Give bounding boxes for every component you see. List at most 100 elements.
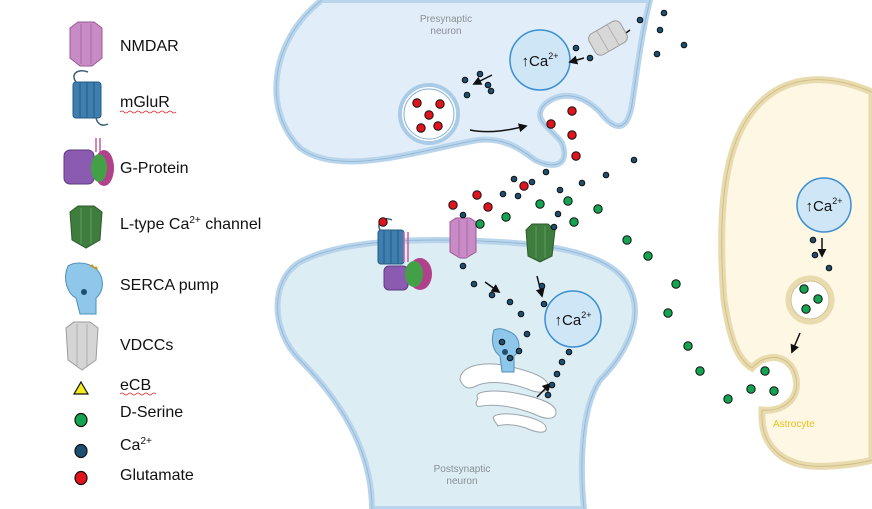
calcium-ion (498, 338, 506, 346)
gprotein-complex (383, 232, 432, 291)
ca-bubble-postsynaptic: ↑Ca2+ (544, 290, 602, 348)
arrow-er-uptake (536, 382, 552, 398)
glutamate-molecule (433, 121, 443, 131)
ca-bubble-astrocyte: ↑Ca2+ (796, 177, 852, 233)
legend-nmdar-icon (69, 21, 103, 67)
nmdar-receptor (449, 217, 477, 259)
legend-dserine-icon (74, 412, 88, 428)
calcium-ion (506, 354, 514, 362)
dserine-molecule (671, 279, 681, 289)
legend-mglur-spellcheck (119, 110, 177, 114)
calcium-ion (809, 236, 817, 244)
calcium-ion (578, 179, 586, 187)
calcium-ion (523, 330, 531, 338)
calcium-ion (540, 300, 548, 308)
dserine-molecule (799, 284, 809, 294)
dserine-molecule (695, 366, 705, 376)
calcium-ion (572, 44, 580, 52)
calcium-ion (514, 192, 522, 200)
calcium-ion (463, 91, 471, 99)
glutamate-molecules (378, 98, 581, 227)
calcium-ion (630, 156, 638, 164)
glutamate-molecule (378, 217, 388, 227)
calcium-ion (565, 348, 573, 356)
calcium-ion (484, 81, 492, 89)
legend-mglur-label: mGluR (120, 94, 170, 111)
calcium-ion (558, 358, 566, 366)
calcium-ion (825, 264, 833, 272)
calcium-ion (459, 211, 467, 219)
glutamate-molecule (472, 190, 482, 200)
calcium-ion (538, 282, 546, 290)
legend-vdcc-label: VDCCs (120, 337, 173, 354)
glutamate-molecule (571, 151, 581, 161)
dserine-molecule (760, 366, 770, 376)
calcium-ion (487, 87, 495, 95)
legend-serca-label: SERCA pump (120, 277, 219, 294)
dserine-molecule (813, 294, 823, 304)
calcium-ion (476, 70, 484, 78)
svg-text:↑Ca2+: ↑Ca2+ (555, 310, 592, 329)
dserine-molecule (769, 386, 779, 396)
astrocyte-vesicle (785, 275, 835, 325)
glutamate-molecule (567, 106, 577, 116)
glutamate-molecule (567, 130, 577, 140)
dserine-molecule (501, 212, 511, 222)
calcium-ion (811, 251, 819, 259)
calcium-ion (656, 26, 664, 34)
legend-gprotein-icon (63, 138, 114, 186)
legend-serca-icon (65, 262, 103, 315)
arrow-vdcc-influx (568, 55, 585, 65)
dserine-molecule (569, 217, 579, 227)
legend-glutamate-label: Glutamate (120, 467, 194, 484)
legend-calcium-label: Ca2+ (120, 436, 152, 454)
legend-ltype-label: L-type Ca2+ channel (120, 215, 261, 233)
legend: NMDAR mGluR G-Protein L-type Ca2+ cha (63, 21, 261, 486)
glutamate-molecule (416, 123, 426, 133)
astrocyte-cell: Astrocyte (718, 76, 872, 470)
dserine-molecule (593, 204, 603, 214)
glutamate-molecule (519, 181, 529, 191)
calcium-ion (680, 41, 688, 49)
dserine-molecule (535, 199, 545, 209)
endoplasmic-reticulum (459, 363, 557, 433)
calcium-ion (660, 9, 668, 17)
astrocyte-label: Astrocyte (773, 419, 815, 430)
calcium-ions (459, 9, 833, 399)
legend-nmdar-label: NMDAR (120, 38, 179, 55)
legend-ltype-icon (69, 205, 103, 249)
calcium-ion (459, 262, 467, 270)
glutamate-molecule (412, 98, 422, 108)
legend-ecb-icon (72, 380, 90, 395)
legend-ecb-spellcheck (119, 392, 157, 396)
calcium-ion (470, 280, 478, 288)
legend-mglur-icon (72, 70, 109, 126)
dserine-molecule (683, 341, 693, 351)
ca-bubble-presynaptic: ↑Ca2+ (509, 29, 571, 91)
calcium-ion (528, 178, 536, 186)
calcium-ion (488, 291, 496, 299)
arrow-astro-release (790, 332, 801, 354)
presynaptic-label-line2: neuron (430, 26, 461, 37)
calcium-ion (550, 223, 558, 231)
calcium-ion (461, 76, 469, 84)
calcium-ion (653, 50, 661, 58)
postsynaptic-label-line1: Postsynaptic (434, 464, 491, 475)
glutamate-molecule (448, 200, 458, 210)
dserine-molecule (622, 235, 632, 245)
postsynaptic-neuron: Postsynaptic neuron (274, 237, 638, 509)
dserine-molecules (475, 196, 823, 404)
dserine-molecule (746, 384, 756, 394)
calcium-ion (556, 186, 564, 194)
glutamate-molecule (483, 202, 493, 212)
presynaptic-label-line1: Presynaptic (420, 14, 472, 25)
ltype-channel (525, 223, 556, 263)
calcium-ion (515, 347, 523, 355)
calcium-ion (544, 391, 552, 399)
calcium-ion (499, 190, 507, 198)
calcium-ion (510, 175, 518, 183)
legend-dserine-label: D-Serine (120, 404, 183, 421)
dserine-molecule (801, 304, 811, 314)
arrow-ca-presynaptic (472, 74, 493, 85)
